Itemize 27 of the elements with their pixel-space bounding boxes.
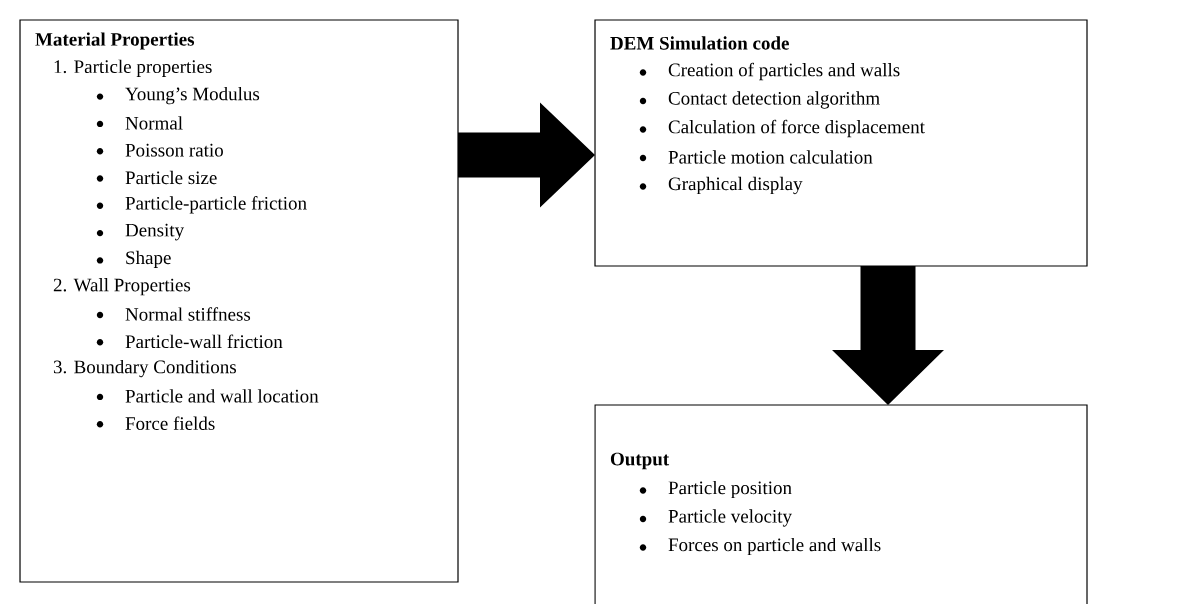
bullet-item: Calculation of force displacement bbox=[639, 119, 925, 138]
bullet-item: Particle-particle friction bbox=[96, 196, 307, 214]
bullet-item: Creation of particles and walls bbox=[639, 62, 900, 81]
bullet-item: Particle position bbox=[639, 480, 792, 499]
bullet-item: Particle size bbox=[96, 170, 217, 185]
bullet-item: Force fields bbox=[96, 416, 215, 430]
numbered-item: 1. Particle properties bbox=[54, 59, 212, 77]
box-heading: DEM Simulation code bbox=[610, 36, 789, 50]
bullet-item: Shape bbox=[96, 250, 171, 268]
bullet-item: Normal stiffness bbox=[96, 307, 251, 321]
bullet-item: Forces on particle and walls bbox=[639, 537, 881, 556]
box-heading: Material Properties bbox=[35, 32, 195, 50]
bullet-item: Normal bbox=[96, 116, 183, 130]
bullet-item: Density bbox=[96, 223, 185, 241]
block-arrow bbox=[832, 266, 944, 405]
bullet-item: Particle and wall location bbox=[96, 389, 319, 403]
bullet-item: Poisson ratio bbox=[96, 143, 223, 157]
bullet-item: Particle-wall friction bbox=[96, 334, 283, 349]
bullet-item: Contact detection algorithm bbox=[639, 91, 880, 109]
block-arrow bbox=[458, 102, 595, 208]
bullet-item: Particle velocity bbox=[639, 509, 792, 527]
bullet-item: Young’s Modulus bbox=[96, 86, 260, 105]
box-heading: Output bbox=[610, 452, 670, 470]
numbered-item: 2. Wall Properties bbox=[53, 278, 191, 296]
numbered-item: 3. Boundary Conditions bbox=[53, 359, 236, 378]
bullet-item: Graphical display bbox=[639, 176, 803, 195]
bullet-item: Particle motion calculation bbox=[639, 150, 873, 164]
